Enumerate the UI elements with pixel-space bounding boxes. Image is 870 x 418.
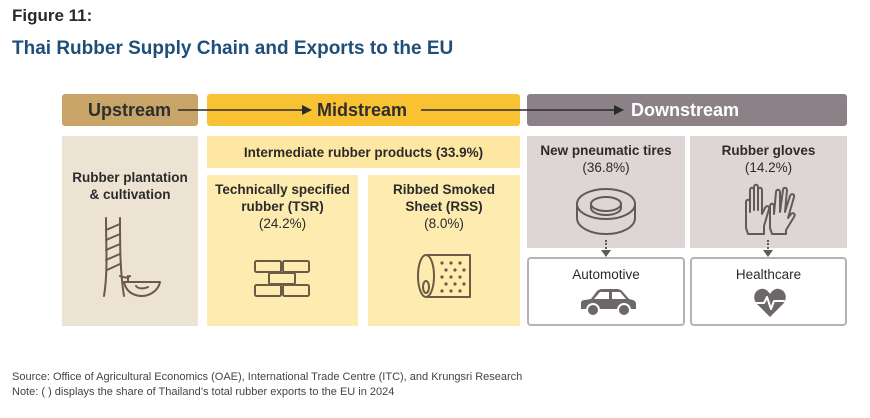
footnotes: Source: Office of Agricultural Economics… [12, 370, 522, 400]
stage-upstream: Upstream [62, 94, 198, 126]
upstream-line1: Rubber plantation [72, 170, 188, 185]
upstream-line2: & cultivation [89, 187, 171, 202]
car-icon [581, 289, 636, 317]
rss-share: (8.0%) [424, 216, 464, 231]
tires-share: (36.8%) [582, 160, 630, 175]
gloves-title: Rubber gloves [721, 143, 816, 158]
automotive-panel: Automotive [527, 257, 685, 326]
gloves-to-healthcare-arrowhead [763, 250, 773, 257]
tires-to-automotive-arrowhead [601, 250, 611, 257]
tsr-line1: Technically specified [215, 182, 350, 197]
stage-midstream: Midstream [207, 94, 520, 126]
rubber-blocks-icon [254, 260, 310, 297]
stage-downstream-label: Downstream [631, 99, 740, 120]
automotive-label: Automotive [572, 267, 640, 282]
upstream-panel: Rubber plantation & cultivation [62, 136, 198, 326]
source-note: Source: Office of Agricultural Economics… [12, 371, 523, 383]
tires-to-automotive-connector [605, 240, 607, 252]
healthcare-label: Healthcare [735, 267, 802, 282]
rubber-tapping-icon [103, 217, 161, 297]
rss-line2: Sheet (RSS) [405, 199, 483, 214]
rubber-sheet-roll-icon [417, 254, 471, 298]
stage-downstream: Downstream [527, 94, 847, 126]
tsr-panel: Technically specified rubber (TSR) (24.2… [207, 175, 358, 326]
figure-title: Thai Rubber Supply Chain and Exports to … [12, 38, 454, 59]
tsr-line2: rubber (TSR) [241, 199, 324, 214]
intermediate-products-panel: Intermediate rubber products (33.9%) [207, 136, 520, 168]
gloves-share: (14.2%) [744, 160, 793, 175]
stage-midstream-label: Midstream [317, 99, 408, 120]
healthcare-panel: Healthcare [690, 257, 847, 326]
heartbeat-icon [754, 288, 786, 317]
rss-panel: Ribbed Smoked Sheet (RSS) (8.0%) [368, 175, 520, 326]
stage-upstream-label: Upstream [88, 99, 172, 120]
rss-line1: Ribbed Smoked [392, 182, 495, 197]
tire-icon [576, 188, 636, 236]
figure-label: Figure 11: [12, 6, 93, 25]
gloves-panel: Rubber gloves (14.2%) [690, 136, 847, 248]
intermediate-products-label: Intermediate rubber products (33.9%) [243, 145, 484, 160]
tires-panel: New pneumatic tires (36.8%) [527, 136, 685, 248]
gloves-icon [745, 183, 796, 235]
tires-title: New pneumatic tires [540, 143, 672, 158]
gloves-to-healthcare-connector [767, 240, 769, 252]
share-note: Note: ( ) displays the share of Thailand… [12, 386, 395, 398]
tsr-share: (24.2%) [258, 216, 307, 231]
